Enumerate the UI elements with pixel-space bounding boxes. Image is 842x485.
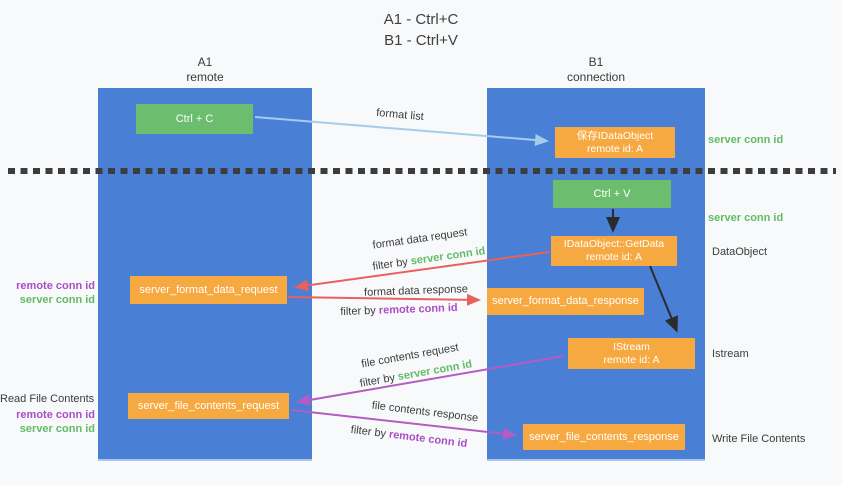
node-server-file-contents-response-label: server_file_contents_response (529, 430, 679, 443)
label-istream: Istream (712, 348, 749, 360)
label-file-remote-conn-id: remote conn id (16, 409, 95, 421)
label-write-file-contents: Write File Contents (712, 433, 806, 445)
node-ctrl-c: Ctrl + C (136, 104, 253, 134)
filter-key-remote-conn-id: remote conn id (378, 301, 458, 317)
node-save-idataobject-line1: 保存IDataObject (576, 129, 654, 142)
filter-prefix: filter by (358, 371, 396, 390)
label-dataobject: DataObject (712, 246, 768, 258)
filter-key-remote-conn-id: remote conn id (388, 428, 468, 451)
node-istream-line2: remote id: A (603, 353, 660, 366)
label-file-conn-ids: remote conn id server conn id (0, 408, 95, 436)
arrow-label-format-data-response: format data response (363, 283, 469, 299)
node-getdata-line1: IDataObject::GetData (563, 238, 665, 250)
label-server-conn-id-top: server conn id (708, 134, 784, 146)
label-format-conn-ids: remote conn id server conn id (0, 279, 95, 307)
label-file-server-conn-id: server conn id (19, 423, 95, 435)
title-line-1: A1 - Ctrl+C (383, 11, 459, 28)
title-line-2: B1 - Ctrl+V (384, 32, 458, 49)
node-server-file-contents-request: server_file_contents_request (128, 393, 289, 419)
node-server-format-data-response-label: server_format_data_response (492, 295, 639, 307)
arrow-label-file-contents-response: file contents response (371, 399, 479, 425)
arrow-label-format-data-request: format data request (371, 226, 469, 252)
label-format-remote-conn-id: remote conn id (16, 280, 95, 292)
node-server-file-contents-request-label: server_file_contents_request (137, 399, 280, 412)
label-format-server-conn-id: server conn id (19, 294, 95, 306)
column-b1-id: B1 (588, 55, 604, 69)
column-b1-role: connection (566, 70, 626, 84)
node-ctrl-v: Ctrl + V (553, 180, 671, 208)
column-header-a1: A1 remote (98, 55, 312, 85)
node-istream: IStream remote id: A (568, 338, 695, 369)
column-header-b1: B1 connection (487, 55, 705, 85)
label-server-conn-id-mid: server conn id (708, 212, 784, 224)
node-server-file-contents-response: server_file_contents_response (523, 424, 685, 450)
node-server-format-data-response: server_format_data_response (487, 288, 644, 315)
node-istream-line1: IStream (613, 340, 650, 353)
column-a1-id: A1 (197, 55, 213, 69)
node-ctrl-v-label: Ctrl + V (593, 187, 631, 200)
label-read-file-contents: Read File Contents (0, 393, 95, 405)
diagram-title: A1 - Ctrl+C B1 - Ctrl+V (0, 9, 842, 51)
node-ctrl-c-label: Ctrl + C (175, 112, 214, 125)
filter-prefix: filter by (350, 423, 387, 441)
node-idataobject-getdata: IDataObject::GetData remote id: A (551, 236, 677, 266)
node-save-idataobject: 保存IDataObject remote id: A (555, 127, 675, 158)
node-getdata-line2: remote id: A (585, 251, 643, 263)
arrow-label-format-list: format list (375, 106, 425, 124)
node-save-idataobject-line2: remote id: A (586, 142, 644, 155)
node-server-format-data-request-label: server_format_data_request (139, 283, 278, 296)
node-server-format-data-request: server_format_data_request (130, 276, 287, 304)
filter-key-server-conn-id: server conn id (409, 245, 487, 268)
filter-prefix: filter by (371, 256, 409, 273)
column-a1-role: remote (186, 70, 224, 84)
filter-prefix: filter by (340, 304, 377, 319)
